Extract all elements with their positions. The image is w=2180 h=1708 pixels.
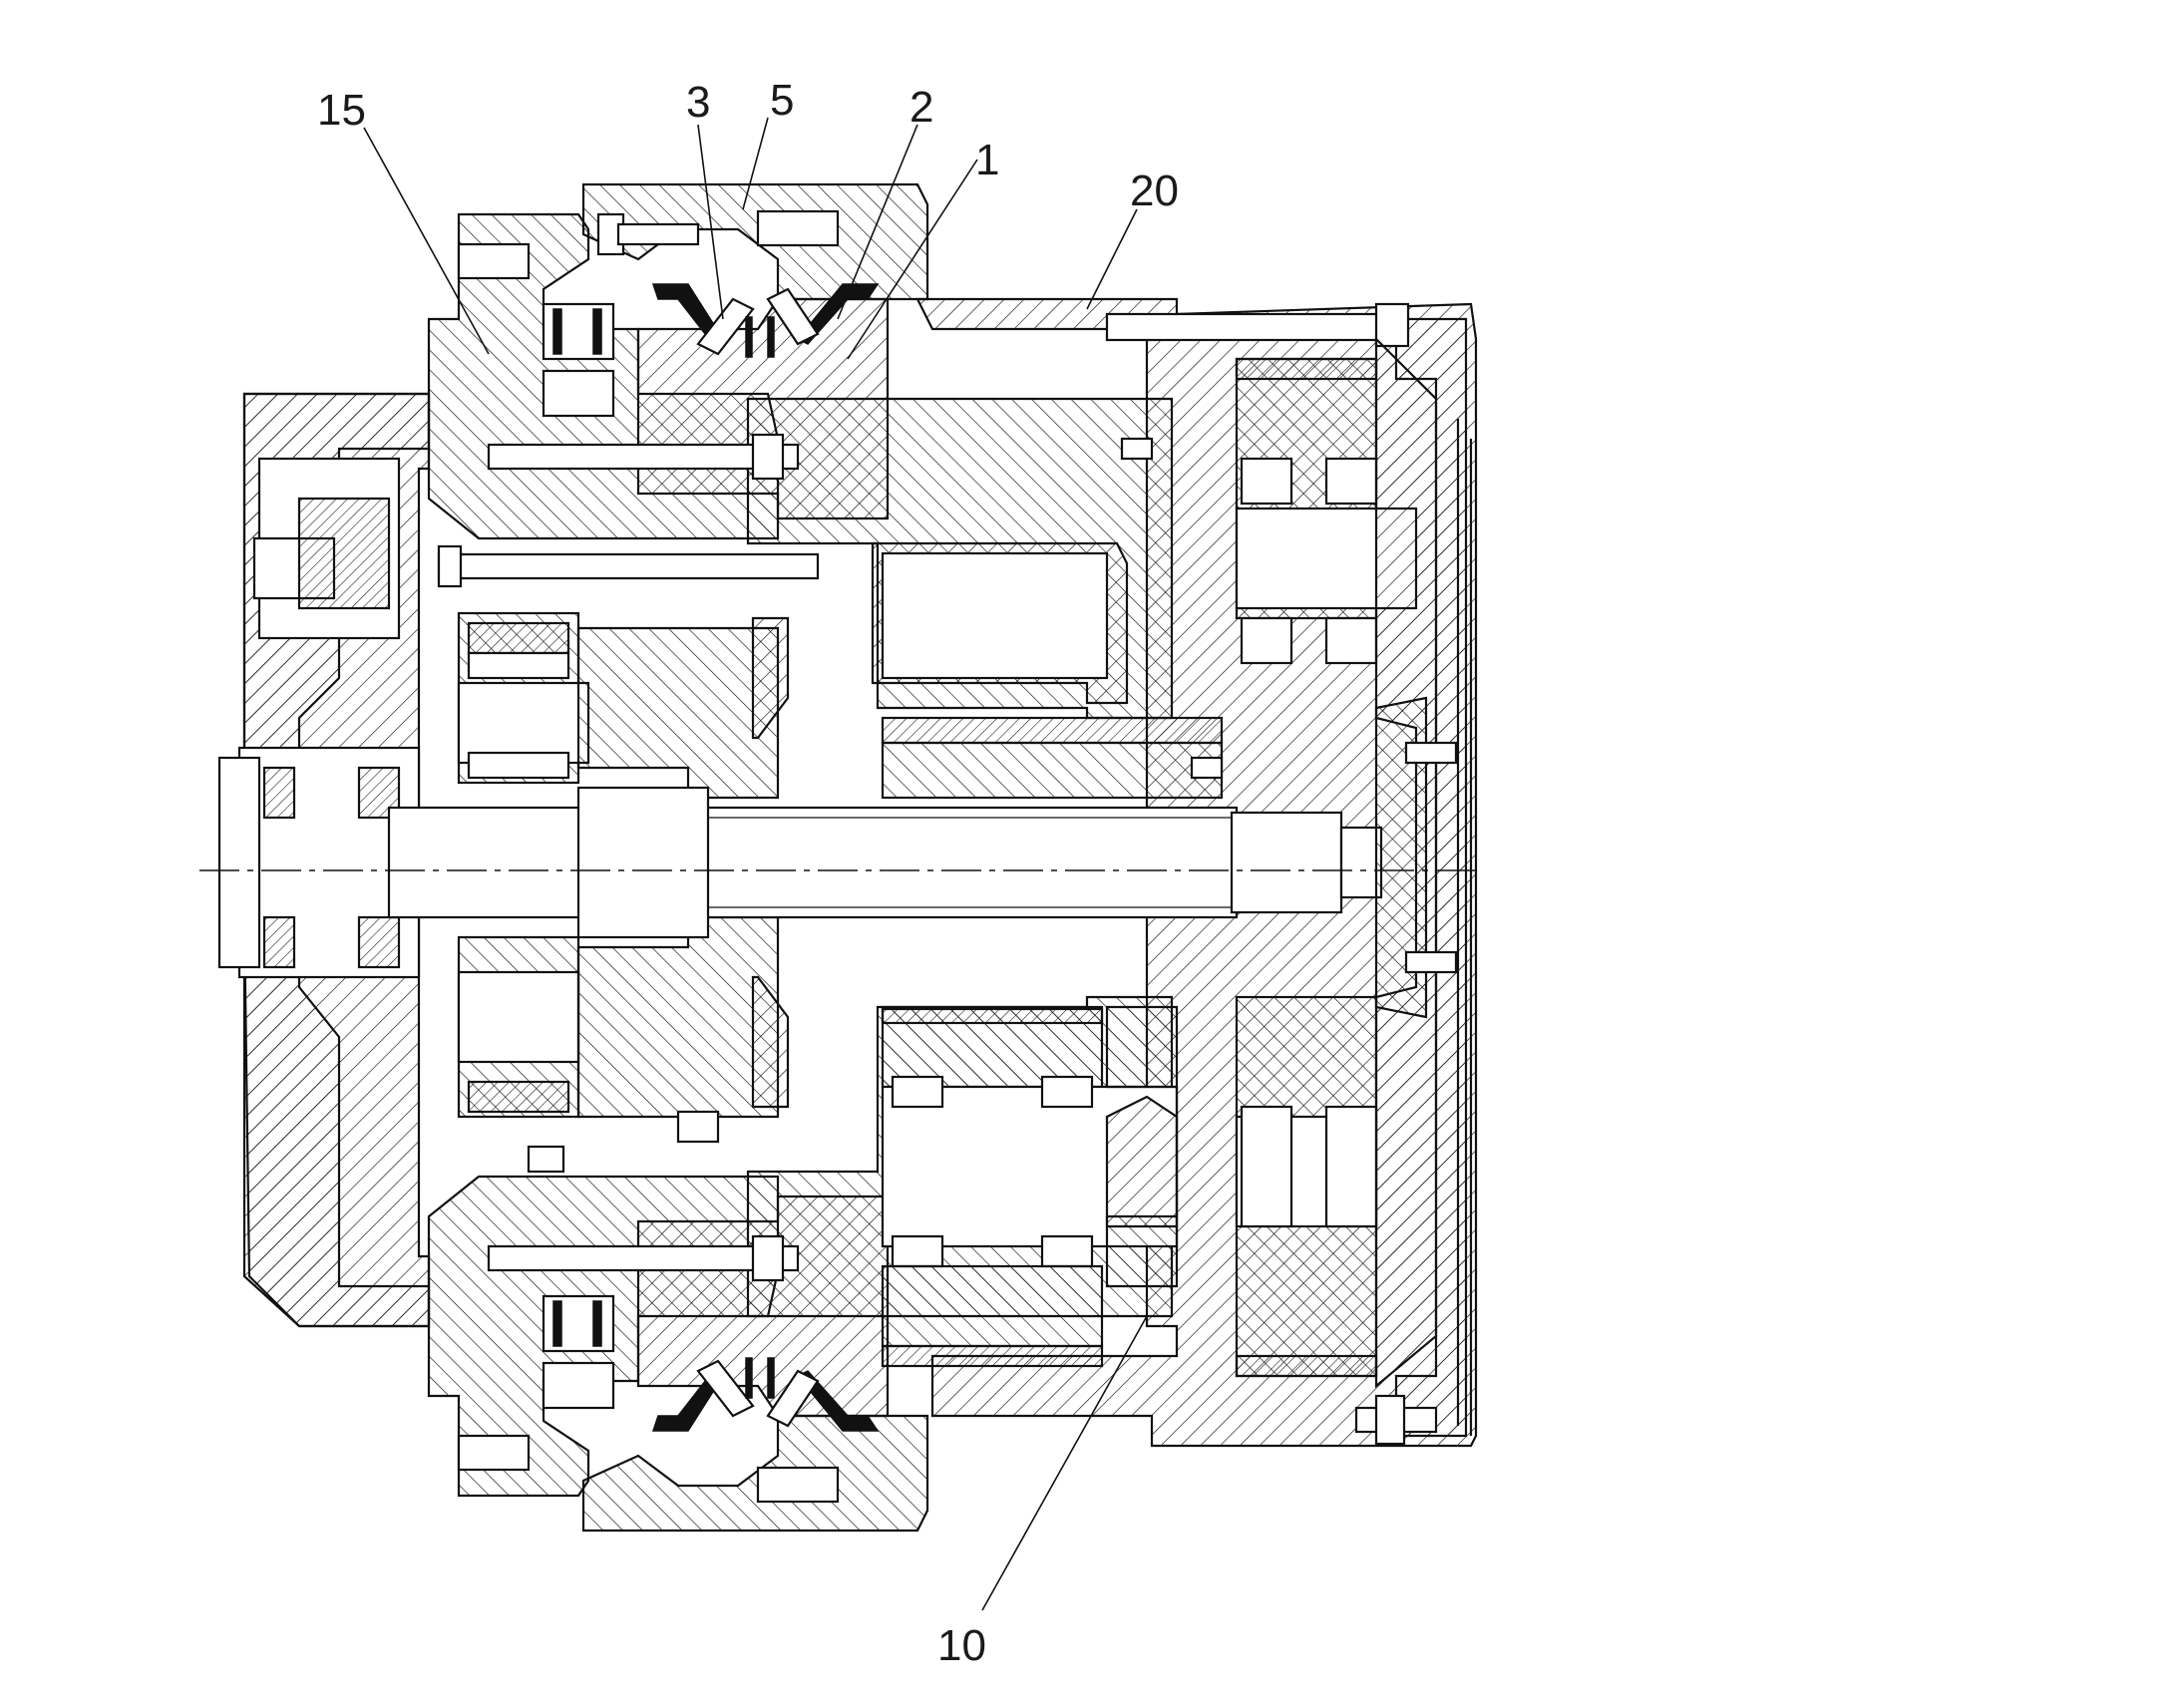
callout-10: 10 (937, 1621, 986, 1670)
callout-15: 15 (317, 86, 366, 135)
callout-3: 3 (686, 78, 710, 127)
stage1-carrier (576, 616, 790, 1119)
callout-1: 1 (975, 136, 999, 184)
leader-lines (363, 117, 1148, 1611)
housing-bolt-bottom (1354, 1394, 1438, 1446)
main-bearing-top (651, 283, 880, 358)
callout-5: 5 (770, 76, 794, 125)
ring-flange-bottom (457, 1414, 929, 1533)
hub-bolt-bottom (487, 1234, 800, 1282)
main-shaft (387, 786, 1383, 939)
output-end-cover (1374, 336, 1458, 1389)
callouts: 15 3 5 2 1 20 10 (317, 76, 1179, 1670)
hub-bolt-top (487, 433, 800, 481)
tie-bolt-top (437, 544, 820, 588)
stage1-planet-upper (457, 611, 590, 785)
stage1-planet-lower (457, 935, 580, 1119)
spring-pack-top (542, 302, 615, 418)
seal-details (527, 212, 1224, 1174)
ring-flange-top (457, 182, 929, 301)
stage3-planet-lower (1235, 995, 1378, 1378)
callout-2: 2 (909, 83, 933, 132)
housing-bolt-top (1105, 302, 1410, 348)
main-bearing-bottom (651, 1357, 880, 1432)
spring-pack-bottom (542, 1294, 615, 1410)
callout-20: 20 (1130, 167, 1179, 215)
stage2-planet-upper (871, 541, 1224, 800)
stage2-carrier-arm (1105, 1005, 1179, 1288)
